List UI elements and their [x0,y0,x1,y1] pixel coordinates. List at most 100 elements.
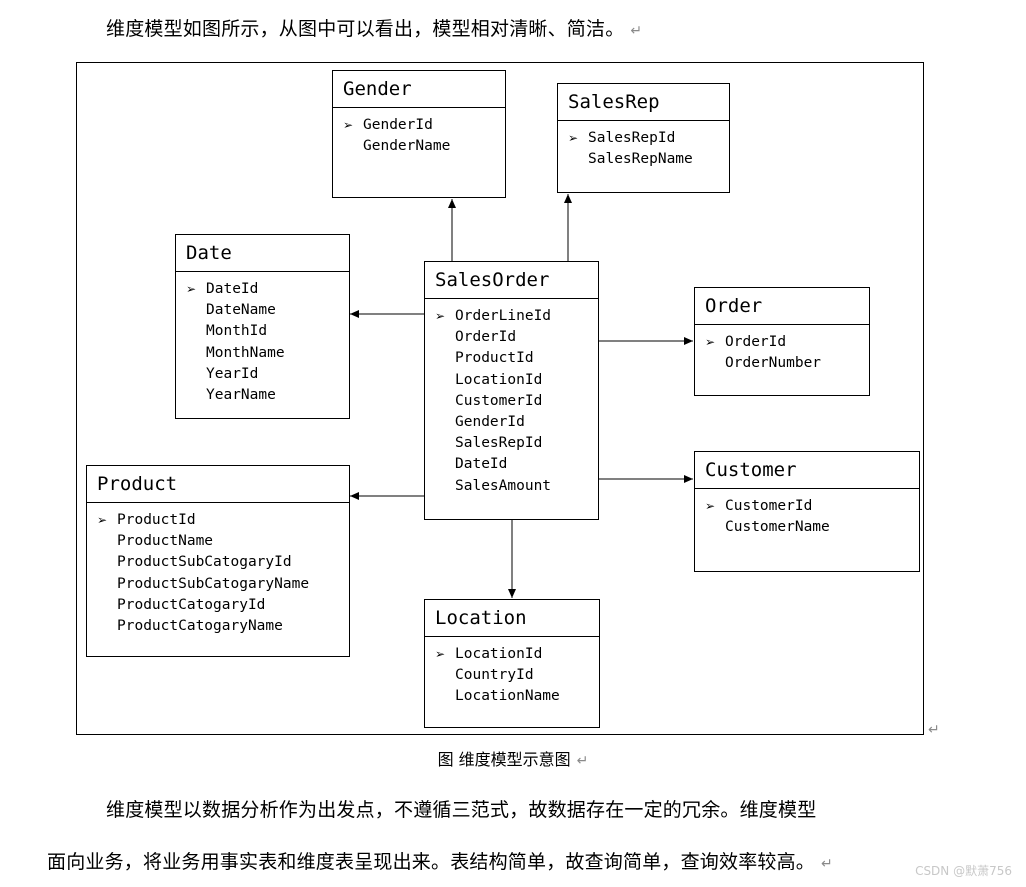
entity-field: ProductSubCatogaryId [97,552,349,573]
entity-field: SalesRepName [568,149,729,170]
field-name: MonthId [206,323,268,340]
field-name: OrderNumber [725,355,822,372]
field-name: MonthName [206,344,285,361]
field-name: GenderId [455,414,525,431]
field-name: YearName [206,387,276,404]
field-name: DateName [206,302,276,319]
entity-title: Order [695,288,869,325]
caption-text: 图 维度模型示意图 [437,750,571,769]
intro-text: 维度模型如图所示，从图中可以看出，模型相对清晰、简洁。 [106,18,625,40]
body-paragraph-line-1: 维度模型以数据分析作为出发点，不遵循三范式，故数据存在一定的冗余。维度模型 [106,797,816,823]
entity-title: Date [176,235,349,272]
paragraph-return-icon: ↵ [630,23,643,39]
entity-field: CustomerId [435,391,598,412]
field-name: OrderId [725,334,787,350]
watermark: CSDN @默萧756 [915,864,1012,878]
entity-field: ➢ DateId [186,279,349,300]
field-name: CustomerId [455,392,543,409]
field-name: DateId [206,281,259,297]
entity-field: ProductCatogaryId [97,595,349,616]
field-name: OrderLineId [455,308,552,324]
field-name: ProductCatogaryId [117,596,266,613]
field-name: ProductName [117,533,214,550]
field-name: ProductSubCatogaryName [117,575,310,592]
field-name: SalesRepName [588,151,693,168]
entity-field: ➢ProductId [97,510,349,531]
primary-key-arrow-icon: ➢ [186,282,197,296]
field-name: LocationId [455,371,543,388]
entity-field: YearId [186,364,349,385]
entity-field: ➢ CustomerId [705,496,919,517]
intro-paragraph: 维度模型如图所示，从图中可以看出，模型相对清晰、简洁。 ↵ [106,16,642,44]
entity-field: DateName [186,300,349,321]
field-name: SalesRepId [455,435,543,452]
entity-field: LocationId [435,370,598,391]
primary-key-arrow-icon: ➢ [568,131,579,145]
entity-field: GenderName [343,136,505,157]
entity-field: OrderNumber [705,353,869,374]
primary-key-arrow-icon: ➢ [343,118,354,132]
entity-field: CountryId [435,665,599,686]
field-name: LocationName [455,688,560,705]
entity-field: CustomerName [705,517,919,538]
entity-field: YearName [186,385,349,406]
field-name: YearId [206,365,259,382]
field-name: DateId [455,456,508,473]
entity-field: ➢ GenderId [343,115,505,136]
entity-field: OrderId [435,327,598,348]
field-name: ProductId [455,350,534,367]
primary-key-arrow-icon: ➢ [435,309,446,323]
entity-field: ProductSubCatogaryName [97,574,349,595]
field-name: ProductCatogaryName [117,618,283,635]
entity-title: SalesRep [558,84,729,121]
entity-field: DateId [435,454,598,475]
entity-field: MonthName [186,343,349,364]
body-text-line-2: 面向业务，将业务用事实表和维度表呈现出来。表结构简单，故查询简单，查询效率较高。 [47,851,816,873]
entity-field: GenderId [435,412,598,433]
entity-field: ➢ OrderId [705,332,869,353]
primary-key-arrow-icon: ➢ [705,335,716,349]
body-text-line-1: 维度模型以数据分析作为出发点，不遵循三范式，故数据存在一定的冗余。维度模型 [106,799,817,821]
field-name: GenderName [363,138,451,155]
primary-key-arrow-icon: ➢ [705,499,716,513]
entity-field: SalesRepId [435,433,598,454]
figure-caption: 图 维度模型示意图 ↵ [0,746,1026,770]
entity-field: ProductCatogaryName [97,616,349,637]
field-name: CustomerId [725,498,813,514]
primary-key-arrow-icon: ➢ [97,513,108,527]
field-name: CustomerName [725,519,830,536]
entity-title: Customer [695,452,919,489]
field-name: OrderId [455,329,517,346]
entity-field: ProductId [435,348,598,369]
body-paragraph-line-2: 面向业务，将业务用事实表和维度表呈现出来。表结构简单，故查询简单，查询效率较高。… [47,849,833,877]
entity-field: ➢ SalesRepId [568,128,729,149]
entity-title: Gender [333,71,505,108]
field-name: SalesAmount [455,477,552,494]
entity-field: MonthId [186,321,349,342]
entity-field: ➢ OrderLineId [435,306,598,327]
diagram-frame [76,62,924,735]
field-name: GenderId [363,117,433,133]
field-name: ProductSubCatogaryId [117,554,292,571]
field-name: CountryId [455,667,534,684]
entity-field: ProductName [97,531,349,552]
caption-return-icon: ↵ [576,753,589,769]
field-name: SalesRepId [588,130,676,146]
entity-field: SalesAmount [435,476,598,497]
entity-title: Product [87,466,349,503]
frame-return-icon: ↵ [928,722,940,738]
